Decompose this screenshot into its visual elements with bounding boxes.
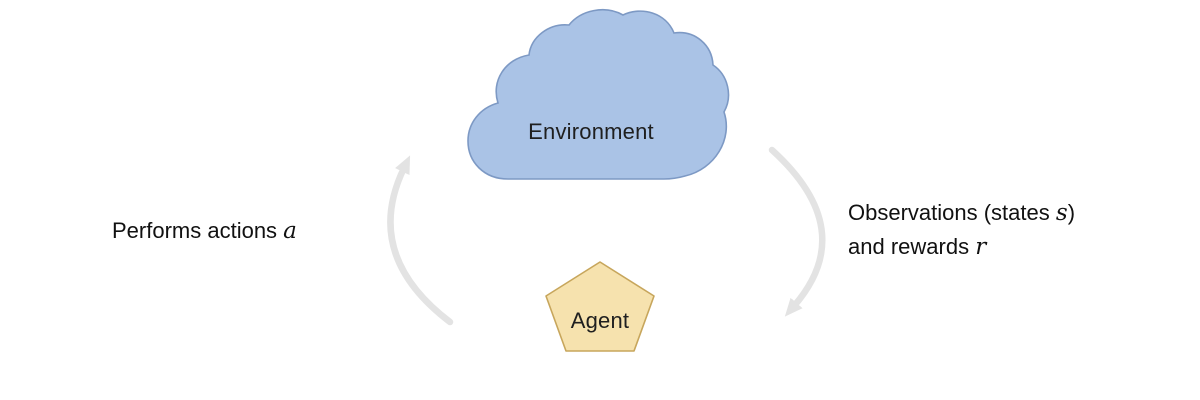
actions-edge-label: Performs actions a [112,214,297,248]
actions-label-text: Performs actions [112,218,284,243]
observations-arrow [768,146,826,317]
environment-label: Environment [528,119,654,144]
observations-label-line2: and rewards r [848,230,1075,264]
environment-cloud-shape [467,9,730,180]
observations-line1-text: Observations (states [848,200,1056,225]
action-variable: a [283,218,297,244]
state-variable: s [1055,200,1068,226]
agent-pentagon-shape [545,261,655,352]
observations-line2-text: and rewards [848,234,976,259]
observations-label-line1: Observations (states s) [848,196,1075,230]
observations-edge-label: Observations (states s) and rewards r [848,196,1075,264]
actions-arrow [387,155,454,326]
reward-variable: r [975,234,987,260]
observations-line1-suffix: ) [1067,200,1076,225]
agent-label: Agent [570,308,630,333]
